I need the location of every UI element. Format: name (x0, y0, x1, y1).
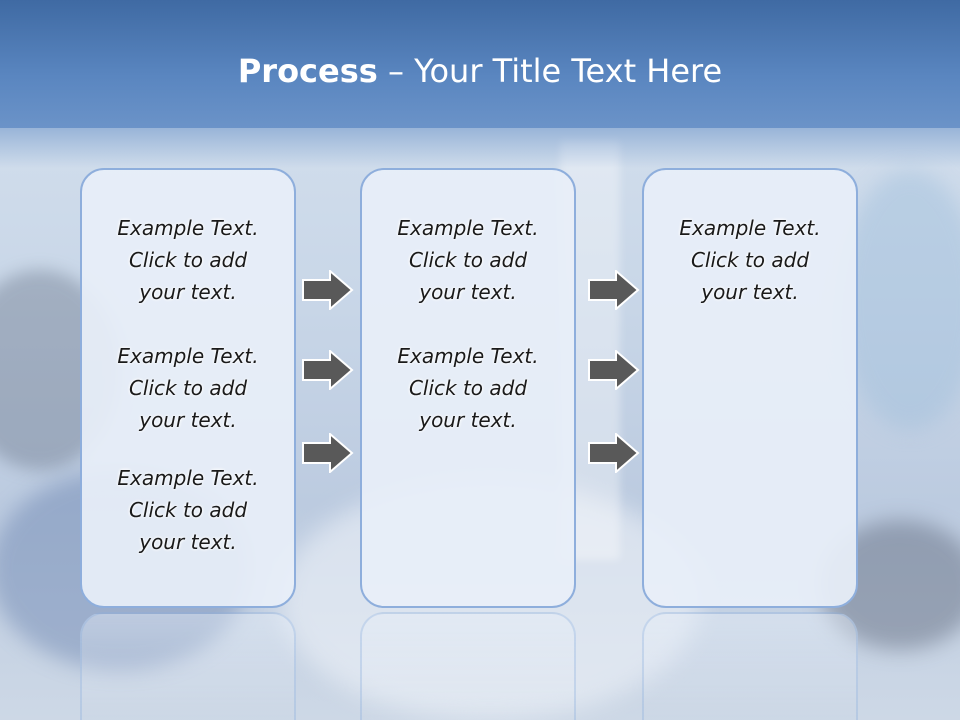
text-line: your text. (419, 280, 517, 304)
text-line: Click to add (128, 248, 248, 272)
text-line: Example Text. (117, 344, 259, 368)
step-2-reflection (360, 612, 576, 720)
right-arrow-icon (302, 433, 354, 473)
step-2-text-1[interactable]: Example Text. Click to add your text. (362, 212, 574, 308)
text-line: your text. (701, 280, 799, 304)
step-1-reflection (80, 612, 296, 720)
right-arrow-icon (588, 350, 640, 390)
bg-shape (840, 170, 960, 430)
title-rest: – Your Title Text Here (377, 52, 723, 90)
step-1-text-3[interactable]: Example Text. Click to add your text. (82, 462, 294, 558)
slide-title[interactable]: Process – Your Title Text Here (0, 52, 960, 90)
step-1-text-1[interactable]: Example Text. Click to add your text. (82, 212, 294, 308)
text-line: Example Text. (117, 466, 259, 490)
right-arrow-icon (588, 433, 640, 473)
step-1-text-2[interactable]: Example Text. Click to add your text. (82, 340, 294, 436)
text-line: Example Text. (397, 216, 539, 240)
process-step-2-box[interactable]: Example Text. Click to add your text. Ex… (360, 168, 576, 608)
text-line: Click to add (690, 248, 810, 272)
process-step-1-box[interactable]: Example Text. Click to add your text. Ex… (80, 168, 296, 608)
text-line: Click to add (128, 376, 248, 400)
right-arrow-icon (302, 270, 354, 310)
step-2-text-2[interactable]: Example Text. Click to add your text. (362, 340, 574, 436)
text-line: your text. (419, 408, 517, 432)
title-bar-fade (0, 128, 960, 168)
step-3-reflection (642, 612, 858, 720)
text-line: Example Text. (117, 216, 259, 240)
text-line: your text. (139, 280, 237, 304)
text-line: Click to add (408, 376, 528, 400)
text-line: Example Text. (679, 216, 821, 240)
right-arrow-icon (588, 270, 640, 310)
title-bar (0, 0, 960, 128)
text-line: your text. (139, 408, 237, 432)
text-line: Click to add (128, 498, 248, 522)
text-line: Click to add (408, 248, 528, 272)
right-arrow-icon (302, 350, 354, 390)
title-bold: Process (237, 52, 378, 90)
text-line: Example Text. (397, 344, 539, 368)
text-line: your text. (139, 530, 237, 554)
process-step-3-box[interactable]: Example Text. Click to add your text. (642, 168, 858, 608)
step-3-text-1[interactable]: Example Text. Click to add your text. (644, 212, 856, 308)
